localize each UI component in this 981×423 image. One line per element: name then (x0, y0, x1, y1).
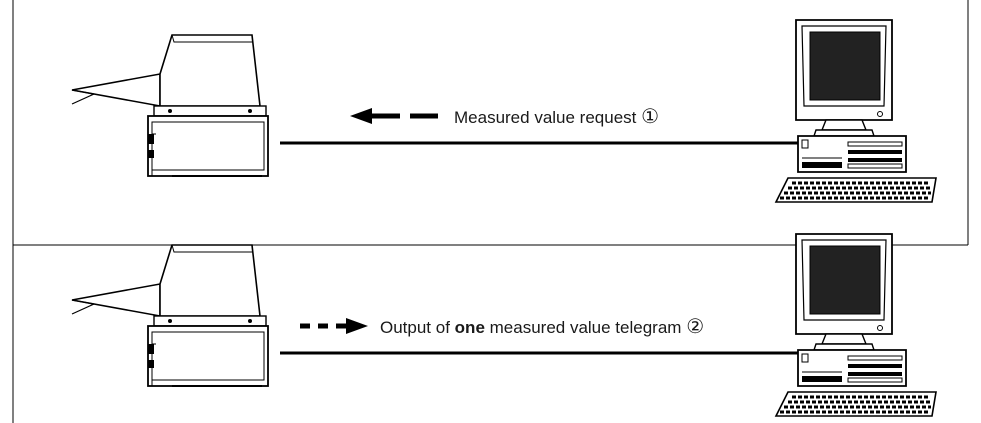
request-label: Measured value request ① (454, 106, 659, 128)
step-marker-2: ② (686, 316, 704, 338)
output-label: Output of one measured value telegram ② (380, 316, 704, 338)
desktop-computer-icon (774, 18, 938, 204)
laser-scanner-icon (71, 34, 269, 177)
step-marker-1: ① (641, 106, 659, 128)
laser-scanner-icon (71, 244, 269, 387)
request-arrow (350, 108, 438, 124)
desktop-computer-icon (774, 232, 938, 418)
output-arrow (300, 318, 368, 334)
